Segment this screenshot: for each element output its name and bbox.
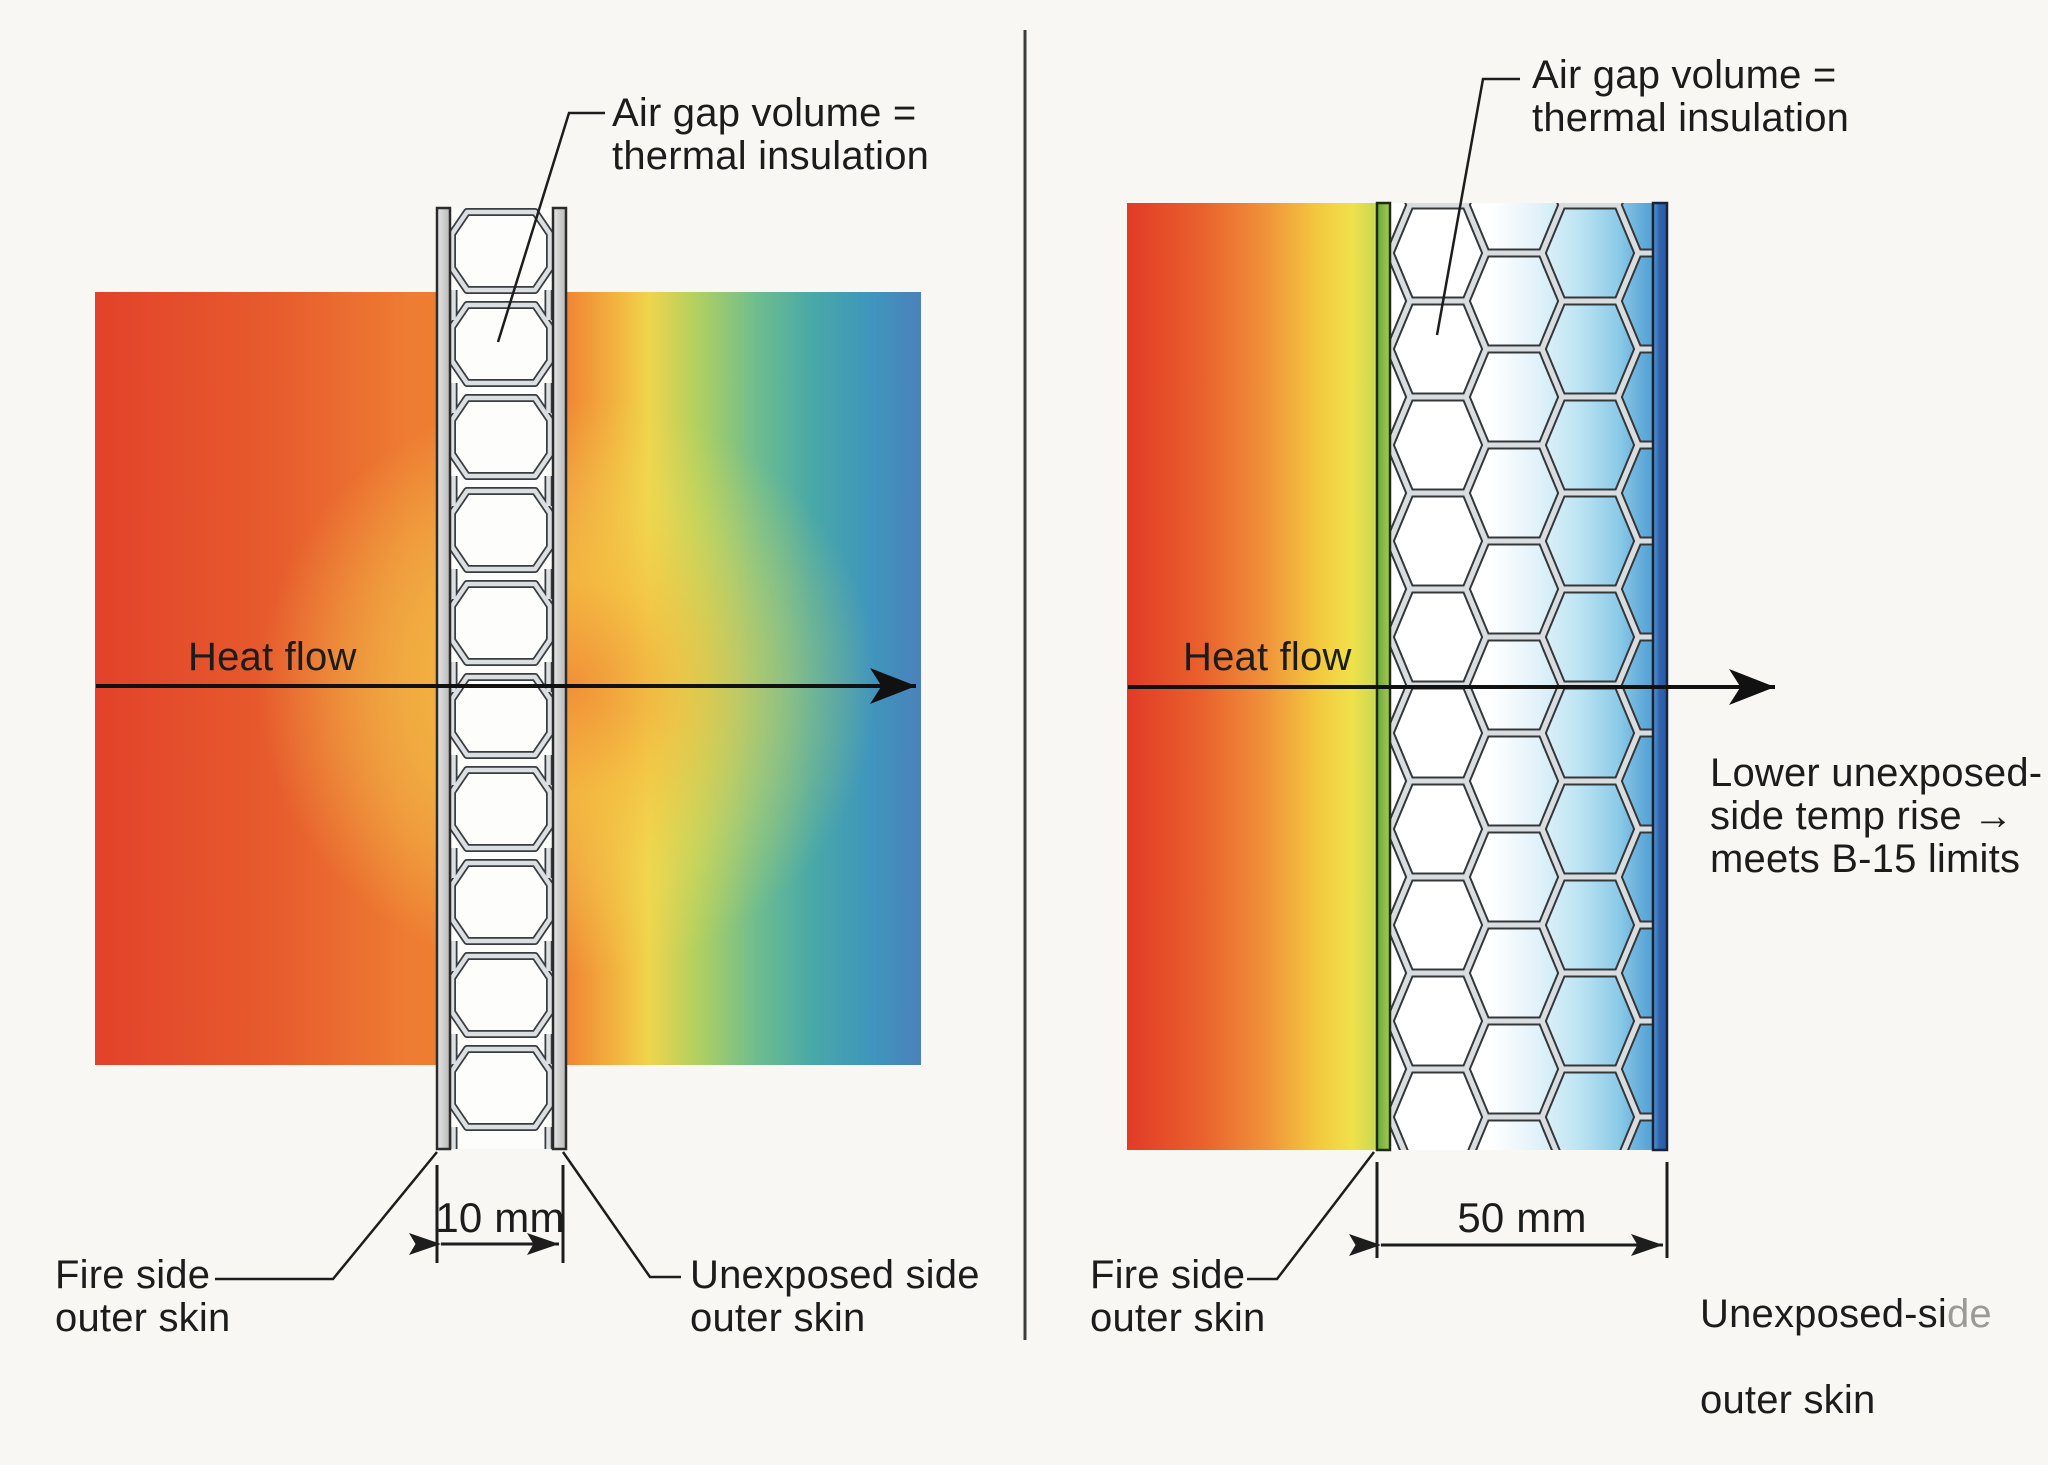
right-air-gap-leader-line [1435, 77, 1520, 336]
right-honeycomb-cells [1390, 203, 1653, 1150]
right-fire-side-label: Fire side outer skin [1090, 1253, 1266, 1340]
right-heat-flow-label: Heat flow [1183, 635, 1352, 679]
right-unexposed-label-line1: Unexposed-side [1700, 1292, 1992, 1336]
left-fire-side-leader-line [215, 1151, 438, 1281]
right-fire-side-skin [1375, 201, 1392, 1152]
left-honeycomb-panel [435, 206, 568, 1151]
left-fire-side-skin [435, 206, 452, 1151]
right-fire-side-leader-line [1247, 1151, 1375, 1281]
right-benefit-note: Lower unexposed- side temp rise → meets … [1710, 751, 2043, 881]
left-unexposed-leader-line [561, 1151, 681, 1279]
left-dimension-label: 10 mm [435, 1194, 565, 1241]
left-fire-side-label: Fire side outer skin [55, 1253, 231, 1340]
right-dimension-50mm [1349, 1162, 1669, 1258]
left-dimension-10mm [409, 1165, 565, 1263]
thermal-insulation-diagram: Air gap volume = thermal insulation Heat… [55, 30, 2043, 1422]
right-unexposed-label: Unexposed-side outer skin [1700, 1250, 1992, 1465]
right-unexposed-side-skin [1651, 201, 1669, 1152]
left-unexposed-side-skin [551, 206, 568, 1151]
left-heat-flow-label: Heat flow [188, 635, 357, 679]
right-air-gap-label: Air gap volume = thermal insulation [1532, 53, 1850, 140]
left-unexposed-label: Unexposed side outer skin [690, 1253, 980, 1340]
right-unexposed-label-line2: outer skin [1700, 1378, 1876, 1422]
right-heat-field [1127, 203, 1377, 1150]
right-honeycomb-panel [1375, 201, 1669, 1152]
left-air-gap-label: Air gap volume = thermal insulation [612, 91, 930, 178]
diagram-canvas [95, 30, 1775, 1340]
left-air-gap-leader-line [496, 111, 605, 343]
right-dimension-label: 50 mm [1457, 1194, 1587, 1241]
